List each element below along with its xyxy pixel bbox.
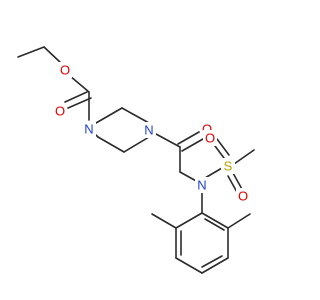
atom-s-sulfonyl: S <box>224 159 233 174</box>
bond-ring-c6-n1 <box>95 134 99 138</box>
atom-o-amide: O <box>202 122 212 137</box>
bond-ar-c6-c1 <box>175 212 203 229</box>
bond-ar-methyl-left <box>151 213 177 229</box>
atom-o-sulfonyl-2: O <box>238 189 248 204</box>
bond-n4-amide-c <box>155 133 181 148</box>
bond-ring-n1-c2 <box>95 107 123 124</box>
bond-ar-methyl-right <box>227 213 251 229</box>
atom-o-ester-carbonyl: O <box>55 104 65 119</box>
bond-ar-c1-c2 <box>201 212 229 229</box>
bonds <box>17 46 255 274</box>
atom-n-piperazine-1: N <box>84 122 93 137</box>
bond-ring-n4-c5 <box>123 136 150 153</box>
molecule-diagram: O O N N O N S O O <box>17 46 255 274</box>
bond-o-carbonyl-c <box>69 75 90 93</box>
atom-n-piperazine-4: N <box>144 123 153 138</box>
bond-s-o-upper-b <box>216 138 230 156</box>
bond-ar-inner-2 <box>201 255 223 268</box>
molecule-svg: O O N N O N S O O <box>17 46 255 274</box>
bond-amide-c-o-double-a <box>177 131 200 145</box>
bond-ar-c3-c4 <box>201 257 229 274</box>
bond-ring-c2-c3 <box>121 107 150 124</box>
bond-ethyl-ch3-ch2 <box>17 46 45 58</box>
bond-s-methyl <box>233 149 255 165</box>
atom-n-sulfonamide: N <box>197 178 206 193</box>
atom-labels: O O N N O N S O O <box>53 62 250 204</box>
bond-n-s <box>204 167 223 179</box>
bond-carbamate-c-o-double-a <box>64 91 88 103</box>
atom-o-ester-ether: O <box>60 63 70 78</box>
bond-carbamate-c-o-double-b <box>67 97 92 109</box>
bond-amide-c-o-double-b <box>181 138 204 152</box>
bond-ethyl-ch2-o <box>43 46 63 65</box>
bond-ar-inner-1 <box>204 218 225 231</box>
atom-o-sulfonyl-1: O <box>205 131 215 146</box>
bond-ar-c4-c5 <box>175 257 203 274</box>
bond-ring-c5-c6 <box>97 136 125 153</box>
